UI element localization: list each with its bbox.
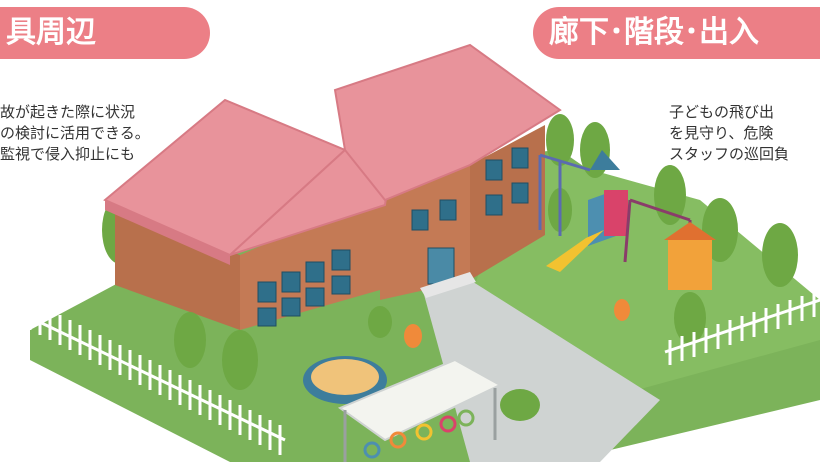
description-line: 子どもの飛び出 <box>669 103 775 121</box>
description-line: の検討に活用できる。 <box>0 124 150 142</box>
description-equipment-area: 故が起きた際に状況 の検討に活用できる。 監視で侵入抑止にも <box>0 102 150 165</box>
monkey-bars <box>538 153 591 236</box>
description-line: スタッフの巡回負 <box>669 145 790 163</box>
heading-corridor-stairs-entrance: 廊下･階段･出入 <box>533 7 820 59</box>
roof-front-edge <box>105 200 230 265</box>
roof-right-section <box>333 43 562 202</box>
trees-front <box>174 292 706 421</box>
building-windows <box>257 147 529 327</box>
spring-riders <box>404 299 630 348</box>
entrance-steps <box>420 272 476 298</box>
play-tower <box>664 222 716 290</box>
picket-fence-left <box>24 300 286 455</box>
building-entrance-door <box>427 247 455 285</box>
building-left-wall <box>115 210 240 330</box>
building-roof <box>103 43 562 265</box>
sandpit <box>303 356 387 404</box>
picket-fence-right <box>664 292 820 365</box>
heading-equipment-area: 具周辺 <box>0 7 210 59</box>
description-line: を見守り、危険 <box>669 124 774 142</box>
concrete-path <box>420 280 660 462</box>
playground-slide <box>546 150 628 272</box>
description-line: 監視で侵入抑止にも <box>0 145 136 163</box>
bicycle-shelter <box>337 358 503 462</box>
school-building <box>115 125 545 330</box>
description-line: 故が起きた際に状況 <box>0 103 136 121</box>
description-corridor-area: 子どもの飛び出 を見守り、危険 スタッフの巡回負 <box>669 102 789 165</box>
